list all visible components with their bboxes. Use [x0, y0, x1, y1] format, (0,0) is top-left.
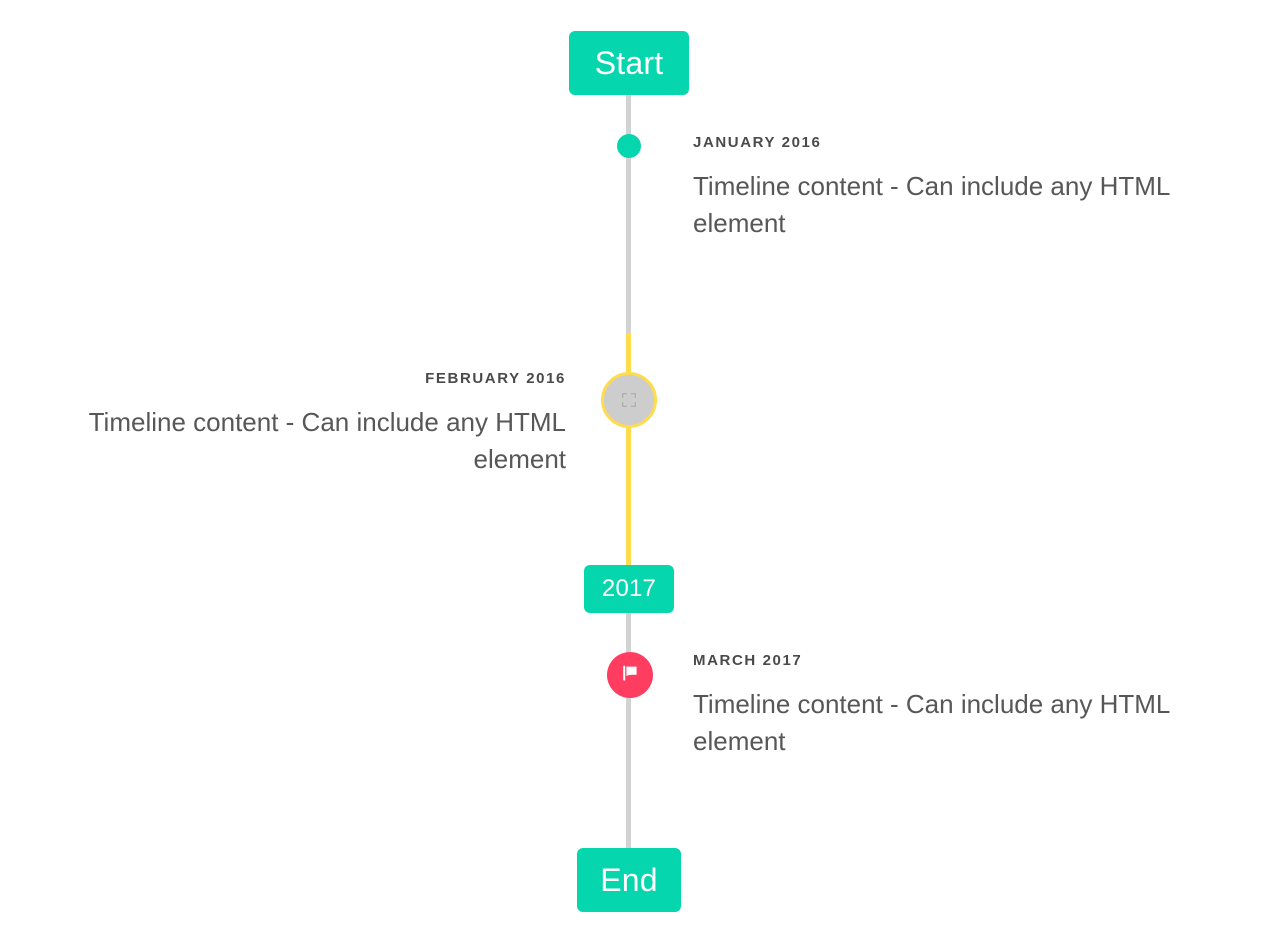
broken-image-icon [620, 391, 638, 409]
timeline-year-label: 2017 [601, 575, 657, 602]
timeline-entry-body: Timeline content - Can include any HTML … [693, 171, 1170, 238]
timeline-marker-february-2016[interactable] [601, 372, 657, 428]
timeline-entry-february-2016: FEBRUARY 2016 Timeline content - Can inc… [38, 370, 566, 478]
timeline-marker-january-2016[interactable] [617, 134, 641, 158]
timeline-start-badge[interactable]: Start [569, 31, 689, 95]
timeline-entry-body: Timeline content - Can include any HTML … [88, 407, 566, 474]
timeline-entry-date: FEBRUARY 2016 [425, 370, 566, 387]
timeline-entry-january-2016: JANUARY 2016 Timeline content - Can incl… [693, 134, 1233, 242]
timeline-entry-march-2017: MARCH 2017 Timeline content - Can includ… [693, 652, 1233, 760]
timeline-entry-date: JANUARY 2016 [693, 134, 822, 151]
timeline-year-badge-2017[interactable]: 2017 [584, 565, 674, 613]
timeline-entry-date: MARCH 2017 [693, 652, 803, 669]
timeline-line-segment-yellow [626, 333, 631, 565]
timeline-line-segment-gray-top [626, 95, 631, 333]
timeline-end-label: End [600, 861, 658, 898]
flag-icon [619, 662, 641, 689]
timeline-start-label: Start [594, 44, 664, 81]
timeline-entry-body: Timeline content - Can include any HTML … [693, 689, 1170, 756]
timeline-end-badge[interactable]: End [577, 848, 681, 912]
timeline-marker-march-2017[interactable] [607, 652, 653, 698]
timeline-line-segment-gray-bottom [626, 613, 631, 848]
